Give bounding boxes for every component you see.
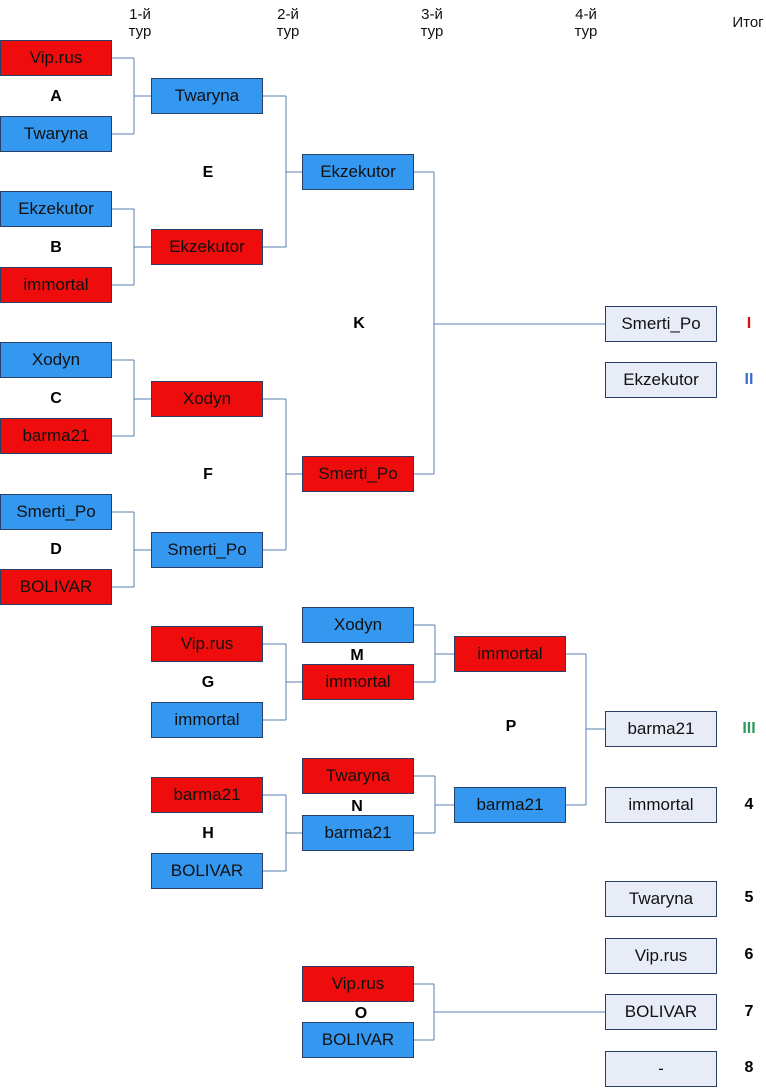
round-2-header-line1: 2-й bbox=[277, 6, 299, 23]
bracket-slot-P2[interactable]: barma21 bbox=[454, 787, 566, 823]
place-marker-4: 4 bbox=[744, 796, 754, 813]
bracket-slot-K2[interactable]: Smerti_Po bbox=[302, 456, 414, 492]
match-label-P: P bbox=[505, 718, 517, 735]
bracket-slot-K1[interactable]: Ekzekutor bbox=[302, 154, 414, 190]
match-label-B: B bbox=[50, 239, 62, 256]
bracket-slot-M1[interactable]: Xodyn bbox=[302, 607, 414, 643]
match-label-H: H bbox=[202, 825, 214, 842]
match-label-F: F bbox=[203, 466, 213, 483]
standing-slot-5[interactable]: Twaryna bbox=[605, 881, 717, 917]
place-marker-7: 7 bbox=[744, 1003, 754, 1020]
round-1-header-line2: тур bbox=[128, 23, 152, 40]
place-marker-8: 8 bbox=[744, 1059, 754, 1076]
bracket-slot-G1[interactable]: Vip.rus bbox=[151, 626, 263, 662]
standing-slot-6[interactable]: Vip.rus bbox=[605, 938, 717, 974]
standing-slot-2[interactable]: Ekzekutor bbox=[605, 362, 717, 398]
match-label-A: A bbox=[50, 88, 62, 105]
match-label-E: E bbox=[202, 164, 214, 181]
bracket-slot-F2[interactable]: Smerti_Po bbox=[151, 532, 263, 568]
bracket-slot-C2[interactable]: barma21 bbox=[0, 418, 112, 454]
round-3-header-line2: тур bbox=[420, 23, 444, 40]
standing-slot-8[interactable]: - bbox=[605, 1051, 717, 1087]
total-header: Итог bbox=[732, 14, 764, 31]
round-2-header-line2: тур bbox=[276, 23, 300, 40]
bracket-slot-O2[interactable]: BOLIVAR bbox=[302, 1022, 414, 1058]
standing-slot-3[interactable]: barma21 bbox=[605, 711, 717, 747]
place-marker-2: II bbox=[744, 371, 754, 388]
bracket-slot-D1[interactable]: Smerti_Po bbox=[0, 494, 112, 530]
bracket-slot-P1[interactable]: immortal bbox=[454, 636, 566, 672]
place-marker-5: 5 bbox=[744, 889, 754, 906]
standing-slot-4[interactable]: immortal bbox=[605, 787, 717, 823]
bracket-slot-A2[interactable]: Twaryna bbox=[0, 116, 112, 152]
bracket-slot-E1[interactable]: Twaryna bbox=[151, 78, 263, 114]
bracket-slot-H2[interactable]: BOLIVAR bbox=[151, 853, 263, 889]
round-4-header-line2: тур bbox=[574, 23, 598, 40]
bracket-slot-M2[interactable]: immortal bbox=[302, 664, 414, 700]
place-marker-3: III bbox=[742, 720, 756, 737]
place-marker-1: I bbox=[746, 315, 752, 332]
bracket-slot-C1[interactable]: Xodyn bbox=[0, 342, 112, 378]
match-label-D: D bbox=[50, 541, 62, 558]
bracket-slot-N2[interactable]: barma21 bbox=[302, 815, 414, 851]
match-label-N: N bbox=[351, 798, 363, 815]
match-label-C: C bbox=[50, 390, 62, 407]
match-label-G: G bbox=[201, 674, 215, 691]
bracket-slot-D2[interactable]: BOLIVAR bbox=[0, 569, 112, 605]
round-3-header-line1: 3-й bbox=[421, 6, 443, 23]
standing-slot-1[interactable]: Smerti_Po bbox=[605, 306, 717, 342]
bracket-slot-B2[interactable]: immortal bbox=[0, 267, 112, 303]
bracket-slot-E2[interactable]: Ekzekutor bbox=[151, 229, 263, 265]
bracket-slot-A1[interactable]: Vip.rus bbox=[0, 40, 112, 76]
bracket-slot-G2[interactable]: immortal bbox=[151, 702, 263, 738]
match-label-O: O bbox=[354, 1005, 368, 1022]
standing-slot-7[interactable]: BOLIVAR bbox=[605, 994, 717, 1030]
bracket-slot-B1[interactable]: Ekzekutor bbox=[0, 191, 112, 227]
bracket-slot-O1[interactable]: Vip.rus bbox=[302, 966, 414, 1002]
bracket-slot-H1[interactable]: barma21 bbox=[151, 777, 263, 813]
match-label-K: K bbox=[353, 315, 365, 332]
bracket-slot-N1[interactable]: Twaryna bbox=[302, 758, 414, 794]
round-4-header-line1: 4-й bbox=[575, 6, 597, 23]
bracket-slot-F1[interactable]: Xodyn bbox=[151, 381, 263, 417]
round-1-header-line1: 1-й bbox=[129, 6, 151, 23]
match-label-M: M bbox=[350, 647, 364, 664]
place-marker-6: 6 bbox=[744, 946, 754, 963]
